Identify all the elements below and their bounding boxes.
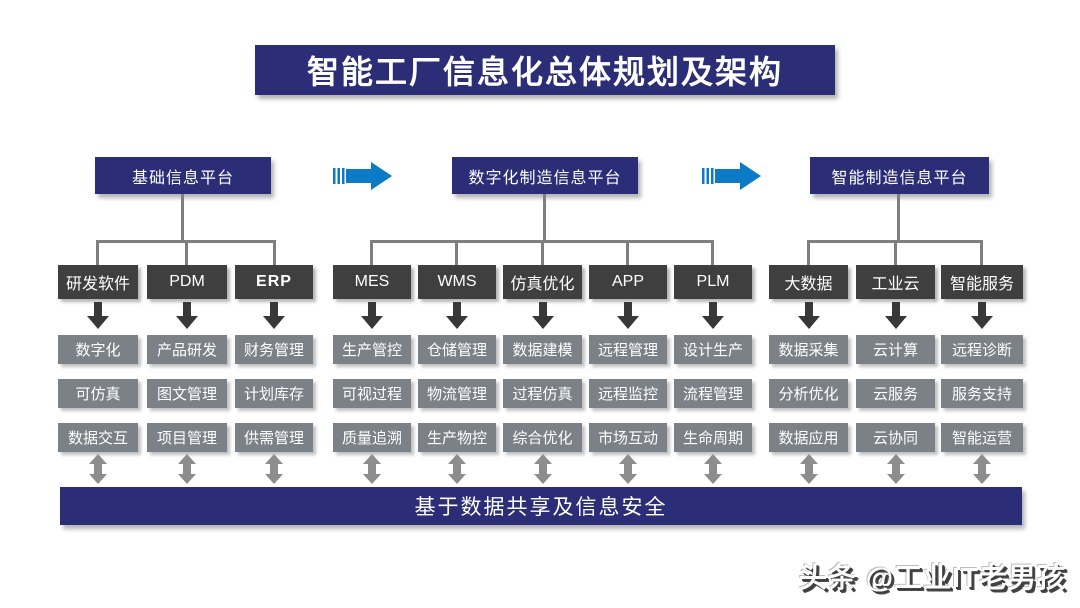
feature-cell: 分析优化 bbox=[769, 379, 848, 408]
down-arrow-icon bbox=[971, 302, 993, 329]
up-down-arrow-icon bbox=[704, 454, 722, 484]
up-down-arrow-icon bbox=[448, 454, 466, 484]
feature-cell: 过程仿真 bbox=[503, 379, 582, 408]
up-down-arrow-icon bbox=[89, 454, 107, 484]
feature-cell: 数据建模 bbox=[503, 335, 582, 364]
feature-cell: 数据采集 bbox=[769, 335, 848, 364]
up-down-arrow-icon bbox=[178, 454, 196, 484]
platform-header-smart-mfg: 智能制造信息平台 bbox=[810, 157, 989, 194]
feature-cell: 综合优化 bbox=[503, 423, 582, 452]
feature-cell: 计划库存 bbox=[235, 379, 313, 408]
feature-cell: 仓储管理 bbox=[418, 335, 496, 364]
feature-cell: 智能运营 bbox=[941, 423, 1023, 452]
platform-header-foundation: 基础信息平台 bbox=[95, 157, 271, 194]
feature-cell: 可仿真 bbox=[58, 379, 138, 408]
up-down-arrow-icon bbox=[886, 454, 905, 484]
down-arrow-icon bbox=[446, 302, 468, 329]
up-down-arrow-icon bbox=[265, 454, 283, 484]
feature-cell: 供需管理 bbox=[235, 423, 313, 452]
feature-cell: 云协同 bbox=[856, 423, 935, 452]
feature-cell: 云计算 bbox=[856, 335, 935, 364]
down-arrow-icon bbox=[361, 302, 383, 329]
column-header: MES bbox=[333, 265, 411, 299]
down-arrow-icon bbox=[884, 302, 907, 329]
feature-cell: 数据应用 bbox=[769, 423, 848, 452]
feature-cell: 云服务 bbox=[856, 379, 935, 408]
right-flow-arrow-icon bbox=[702, 162, 761, 190]
connector-line bbox=[181, 194, 184, 240]
feature-cell: 流程管理 bbox=[674, 379, 752, 408]
feature-cell: 可视过程 bbox=[333, 379, 411, 408]
feature-cell: 项目管理 bbox=[147, 423, 227, 452]
feature-cell: 服务支持 bbox=[941, 379, 1023, 408]
connector-line bbox=[626, 240, 629, 265]
down-arrow-icon bbox=[797, 302, 820, 329]
feature-cell: 设计生产 bbox=[674, 335, 752, 364]
down-arrow-icon bbox=[176, 302, 198, 329]
up-down-arrow-icon bbox=[973, 454, 991, 484]
watermark: 头条 @工业IT老男孩 bbox=[799, 562, 1066, 593]
feature-cell: 物流管理 bbox=[418, 379, 496, 408]
column-header: 智能服务 bbox=[941, 265, 1023, 299]
column-header: PDM bbox=[147, 265, 227, 299]
column-header: 研发软件 bbox=[58, 265, 138, 299]
feature-cell: 生产管控 bbox=[333, 335, 411, 364]
feature-cell: 质量追溯 bbox=[333, 423, 411, 452]
down-arrow-icon bbox=[702, 302, 724, 329]
feature-cell: 市场互动 bbox=[589, 423, 667, 452]
connector-line bbox=[897, 194, 900, 240]
feature-cell: 远程监控 bbox=[589, 379, 667, 408]
down-arrow-icon bbox=[263, 302, 285, 329]
feature-cell: 远程诊断 bbox=[941, 335, 1023, 364]
column-header: ERP bbox=[235, 265, 313, 299]
feature-cell: 远程管理 bbox=[589, 335, 667, 364]
down-arrow-icon bbox=[617, 302, 639, 329]
feature-cell: 财务管理 bbox=[235, 335, 313, 364]
connector-line bbox=[543, 194, 546, 240]
feature-cell: 生命周期 bbox=[674, 423, 752, 452]
column-header: 仿真优化 bbox=[503, 265, 582, 299]
column-header: 工业云 bbox=[856, 265, 935, 299]
column-header: WMS bbox=[418, 265, 496, 299]
up-down-arrow-icon bbox=[799, 454, 818, 484]
page-title: 智能工厂信息化总体规划及架构 bbox=[255, 45, 835, 95]
bottom-banner: 基于数据共享及信息安全 bbox=[60, 487, 1022, 525]
feature-cell: 图文管理 bbox=[147, 379, 227, 408]
feature-cell: 数字化 bbox=[58, 335, 138, 364]
down-arrow-icon bbox=[87, 302, 109, 329]
feature-cell: 产品研发 bbox=[147, 335, 227, 364]
column-header: APP bbox=[589, 265, 667, 299]
connector-line bbox=[370, 240, 373, 265]
connector-line bbox=[980, 240, 983, 265]
connector-line bbox=[894, 240, 897, 265]
right-flow-arrow-icon bbox=[333, 162, 392, 190]
connector-line bbox=[711, 240, 714, 265]
column-header: PLM bbox=[674, 265, 752, 299]
up-down-arrow-icon bbox=[619, 454, 637, 484]
connector-line bbox=[541, 240, 544, 265]
feature-cell: 数据交互 bbox=[58, 423, 138, 452]
column-header: 大数据 bbox=[769, 265, 848, 299]
connector-line bbox=[273, 240, 276, 265]
connector-line bbox=[807, 240, 810, 265]
down-arrow-icon bbox=[531, 302, 554, 329]
up-down-arrow-icon bbox=[533, 454, 552, 484]
connector-line bbox=[455, 240, 458, 265]
connector-line bbox=[185, 240, 188, 265]
feature-cell: 生产物控 bbox=[418, 423, 496, 452]
platform-header-digital-mfg: 数字化制造信息平台 bbox=[452, 157, 638, 194]
connector-line bbox=[96, 240, 99, 265]
up-down-arrow-icon bbox=[363, 454, 381, 484]
